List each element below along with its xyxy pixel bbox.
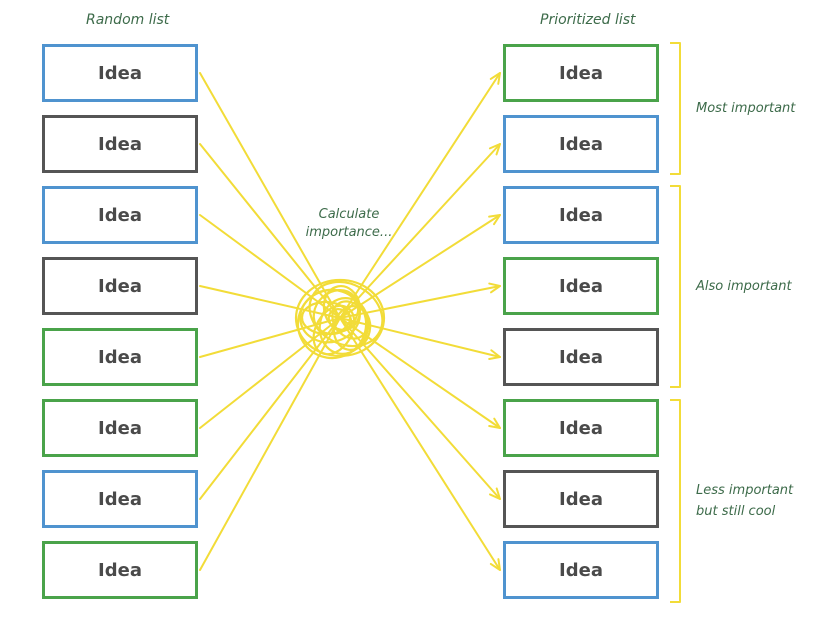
idea-label: Idea — [559, 275, 603, 297]
group-bracket — [670, 185, 681, 388]
prioritized-list-idea-box: Idea — [503, 328, 659, 386]
group-bracket — [670, 399, 681, 603]
scribble-loop — [327, 308, 353, 332]
arrowhead — [489, 72, 501, 85]
prioritized-list-idea-box: Idea — [503, 470, 659, 528]
prioritized-list-idea-box: Idea — [503, 257, 659, 315]
scribble-loop — [318, 297, 370, 355]
center-label-line2: importance... — [305, 225, 393, 240]
group-label-line: but still cool — [696, 504, 776, 519]
idea-label: Idea — [98, 346, 142, 368]
arrowhead — [489, 558, 501, 571]
random-list-idea-box: Idea — [42, 115, 198, 173]
idea-label: Idea — [559, 346, 603, 368]
outgoing-arrow-line — [339, 214, 501, 319]
idea-label: Idea — [559, 417, 603, 439]
idea-label: Idea — [559, 559, 603, 581]
idea-label: Idea — [98, 417, 142, 439]
random-list-idea-box: Idea — [42, 44, 198, 102]
group-label: Less important but still cool — [696, 480, 793, 522]
prioritized-list-idea-box: Idea — [503, 115, 659, 173]
group-brackets — [670, 42, 681, 603]
calculation-scribble — [294, 278, 386, 360]
group-label-line: Most important — [696, 101, 796, 116]
arrowhead — [488, 143, 501, 156]
idea-label: Idea — [98, 204, 142, 226]
incoming-line — [199, 214, 341, 319]
idea-label: Idea — [559, 133, 603, 155]
arrowhead — [488, 349, 501, 360]
idea-label: Idea — [98, 559, 142, 581]
prioritized-list-idea-box: Idea — [503, 186, 659, 244]
outgoing-arrow-line — [339, 317, 501, 571]
random-list-idea-box: Idea — [42, 186, 198, 244]
idea-label: Idea — [559, 62, 603, 84]
random-list-idea-box: Idea — [42, 257, 198, 315]
outgoing-arrow-line — [339, 72, 501, 319]
incoming-line — [199, 317, 341, 500]
idea-label: Idea — [98, 133, 142, 155]
random-list-idea-box: Idea — [42, 328, 198, 386]
random-list-heading: Random list — [86, 12, 170, 28]
idea-label: Idea — [98, 62, 142, 84]
incoming-line — [199, 285, 341, 319]
incoming-line — [199, 317, 341, 429]
group-bracket — [670, 42, 681, 175]
prioritized-list-idea-box: Idea — [503, 541, 659, 599]
arrowhead — [488, 214, 501, 226]
random-list-idea-box: Idea — [42, 399, 198, 457]
group-label-line: Less important — [696, 483, 794, 498]
random-list-idea-box: Idea — [42, 470, 198, 528]
arrowhead — [488, 417, 501, 429]
arrowhead — [488, 487, 501, 500]
idea-label: Idea — [98, 488, 142, 510]
scribble-loop — [312, 304, 356, 356]
incoming-line — [199, 317, 341, 571]
idea-label: Idea — [559, 204, 603, 226]
prioritized-list-idea-box: Idea — [503, 399, 659, 457]
incoming-line — [199, 72, 341, 319]
random-list-idea-box: Idea — [42, 541, 198, 599]
idea-label: Idea — [559, 488, 603, 510]
calculate-importance-label: Calculate importance... — [289, 206, 409, 242]
group-label: Also important — [696, 276, 792, 297]
scribble-loop — [300, 300, 352, 336]
idea-label: Idea — [98, 275, 142, 297]
center-label-line1: Calculate — [318, 207, 380, 222]
group-label-line: Also important — [696, 279, 792, 294]
scribble-loop — [332, 305, 372, 351]
prioritized-list-idea-box: Idea — [503, 44, 659, 102]
group-label: Most important — [696, 98, 795, 119]
arrowhead — [488, 282, 501, 294]
prioritized-list-heading: Prioritized list — [540, 12, 636, 28]
